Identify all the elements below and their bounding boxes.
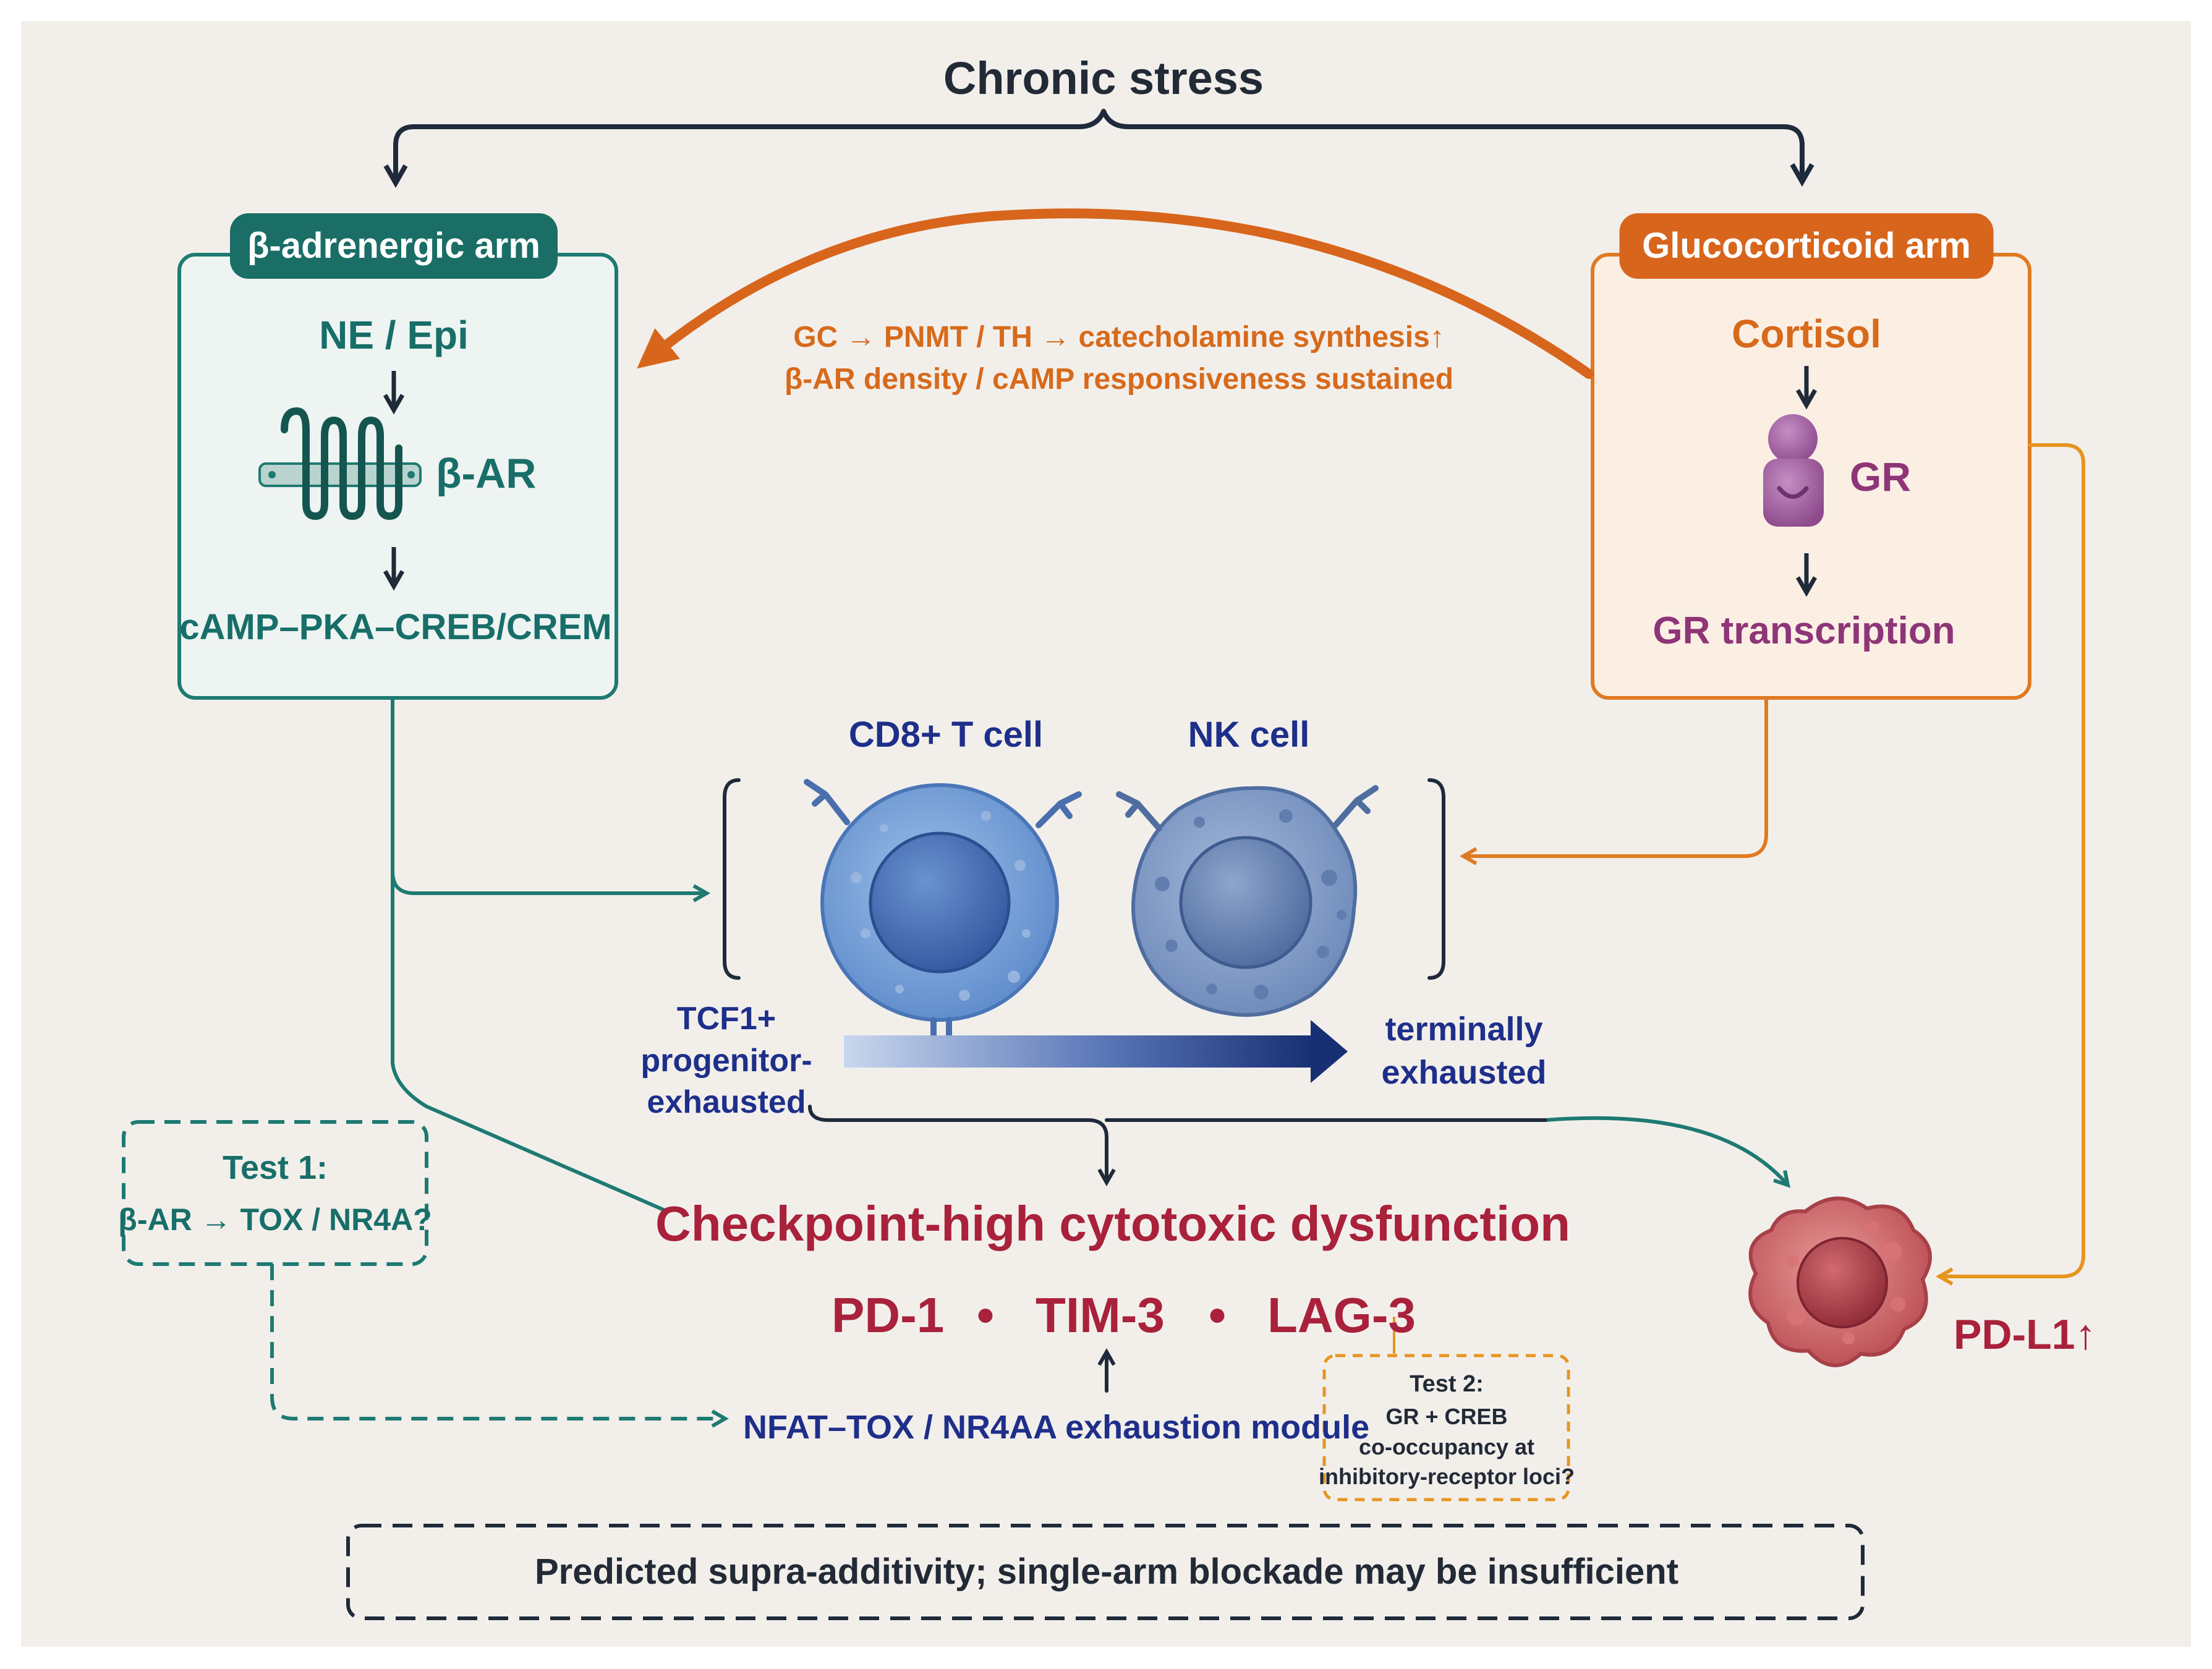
diagram-title: Chronic stress <box>943 53 1264 104</box>
crosstalk-line2: β-AR density / cAMP responsiveness susta… <box>784 363 1454 396</box>
marker-separator-dot: • <box>977 1288 995 1343</box>
gr-transcription-label: GR transcription <box>1653 609 1955 652</box>
nk-cell-label: NK cell <box>1188 715 1310 755</box>
gc-arm-label: Glucocorticoid arm <box>1619 213 1994 279</box>
exhaustion-to-tumor-arrow <box>1544 1116 1790 1188</box>
gr-protein-icon <box>1763 414 1824 527</box>
beta-arm-label: β-adrenergic arm <box>230 213 558 279</box>
gc-hormone-label: Cortisol <box>1732 312 1881 356</box>
gr-receptor-label: GR <box>1850 454 1911 499</box>
terminally-exhausted-label: terminally exhausted <box>1381 1011 1547 1092</box>
conclusion-text: Predicted supra-additivity; single-arm b… <box>534 1552 1679 1592</box>
exhaustion-module-label: NFAT–TOX / NR4AA exhaustion module <box>743 1409 1370 1446</box>
dysfunction-title: Checkpoint-high cytotoxic dysfunction <box>655 1196 1571 1251</box>
progenitor-exhausted-label: TCF1+ progenitor- exhausted <box>640 1001 812 1121</box>
test2-box <box>1322 1354 1570 1501</box>
nk-cell-icon <box>1116 785 1379 1017</box>
differentiation-arrow <box>844 1020 1348 1083</box>
beta-ligand-label: NE / Epi <box>319 313 469 357</box>
gpcr-receptor-icon <box>258 407 422 520</box>
marker-separator-dot: • <box>1209 1288 1227 1343</box>
marker-lag3: LAG-3 <box>1267 1288 1416 1343</box>
cd8-cell-label: CD8+ T cell <box>848 715 1044 755</box>
beta-pathway-label: cAMP–PKA–CREB/CREM <box>179 607 612 647</box>
test1-box <box>122 1120 428 1266</box>
test2-body: GR + CREB co-occupancy at inhibitory-rec… <box>1318 1404 1575 1490</box>
tumor-cell-icon <box>1748 1196 1932 1367</box>
stress-bracket <box>383 109 1814 189</box>
pd-l1-label: PD-L1↑ <box>1954 1311 2096 1358</box>
beta-receptor-label: β-AR <box>436 450 537 497</box>
conclusion-box <box>346 1524 1865 1620</box>
gc-to-beta-crosstalk-arrow <box>637 208 1594 379</box>
test1-body: β-AR → TOX / NR4A? <box>118 1202 432 1237</box>
crosstalk-line1: GC → PNMT / TH → catecholamine synthesis… <box>793 321 1445 354</box>
test1-title: Test 1: <box>222 1149 328 1186</box>
marker-tim3: TIM-3 <box>1036 1288 1165 1343</box>
marker-pd1: PD-1 <box>832 1288 945 1343</box>
test2-title: Test 2: <box>1410 1371 1484 1397</box>
cd8-t-cell-icon <box>804 779 1082 1060</box>
